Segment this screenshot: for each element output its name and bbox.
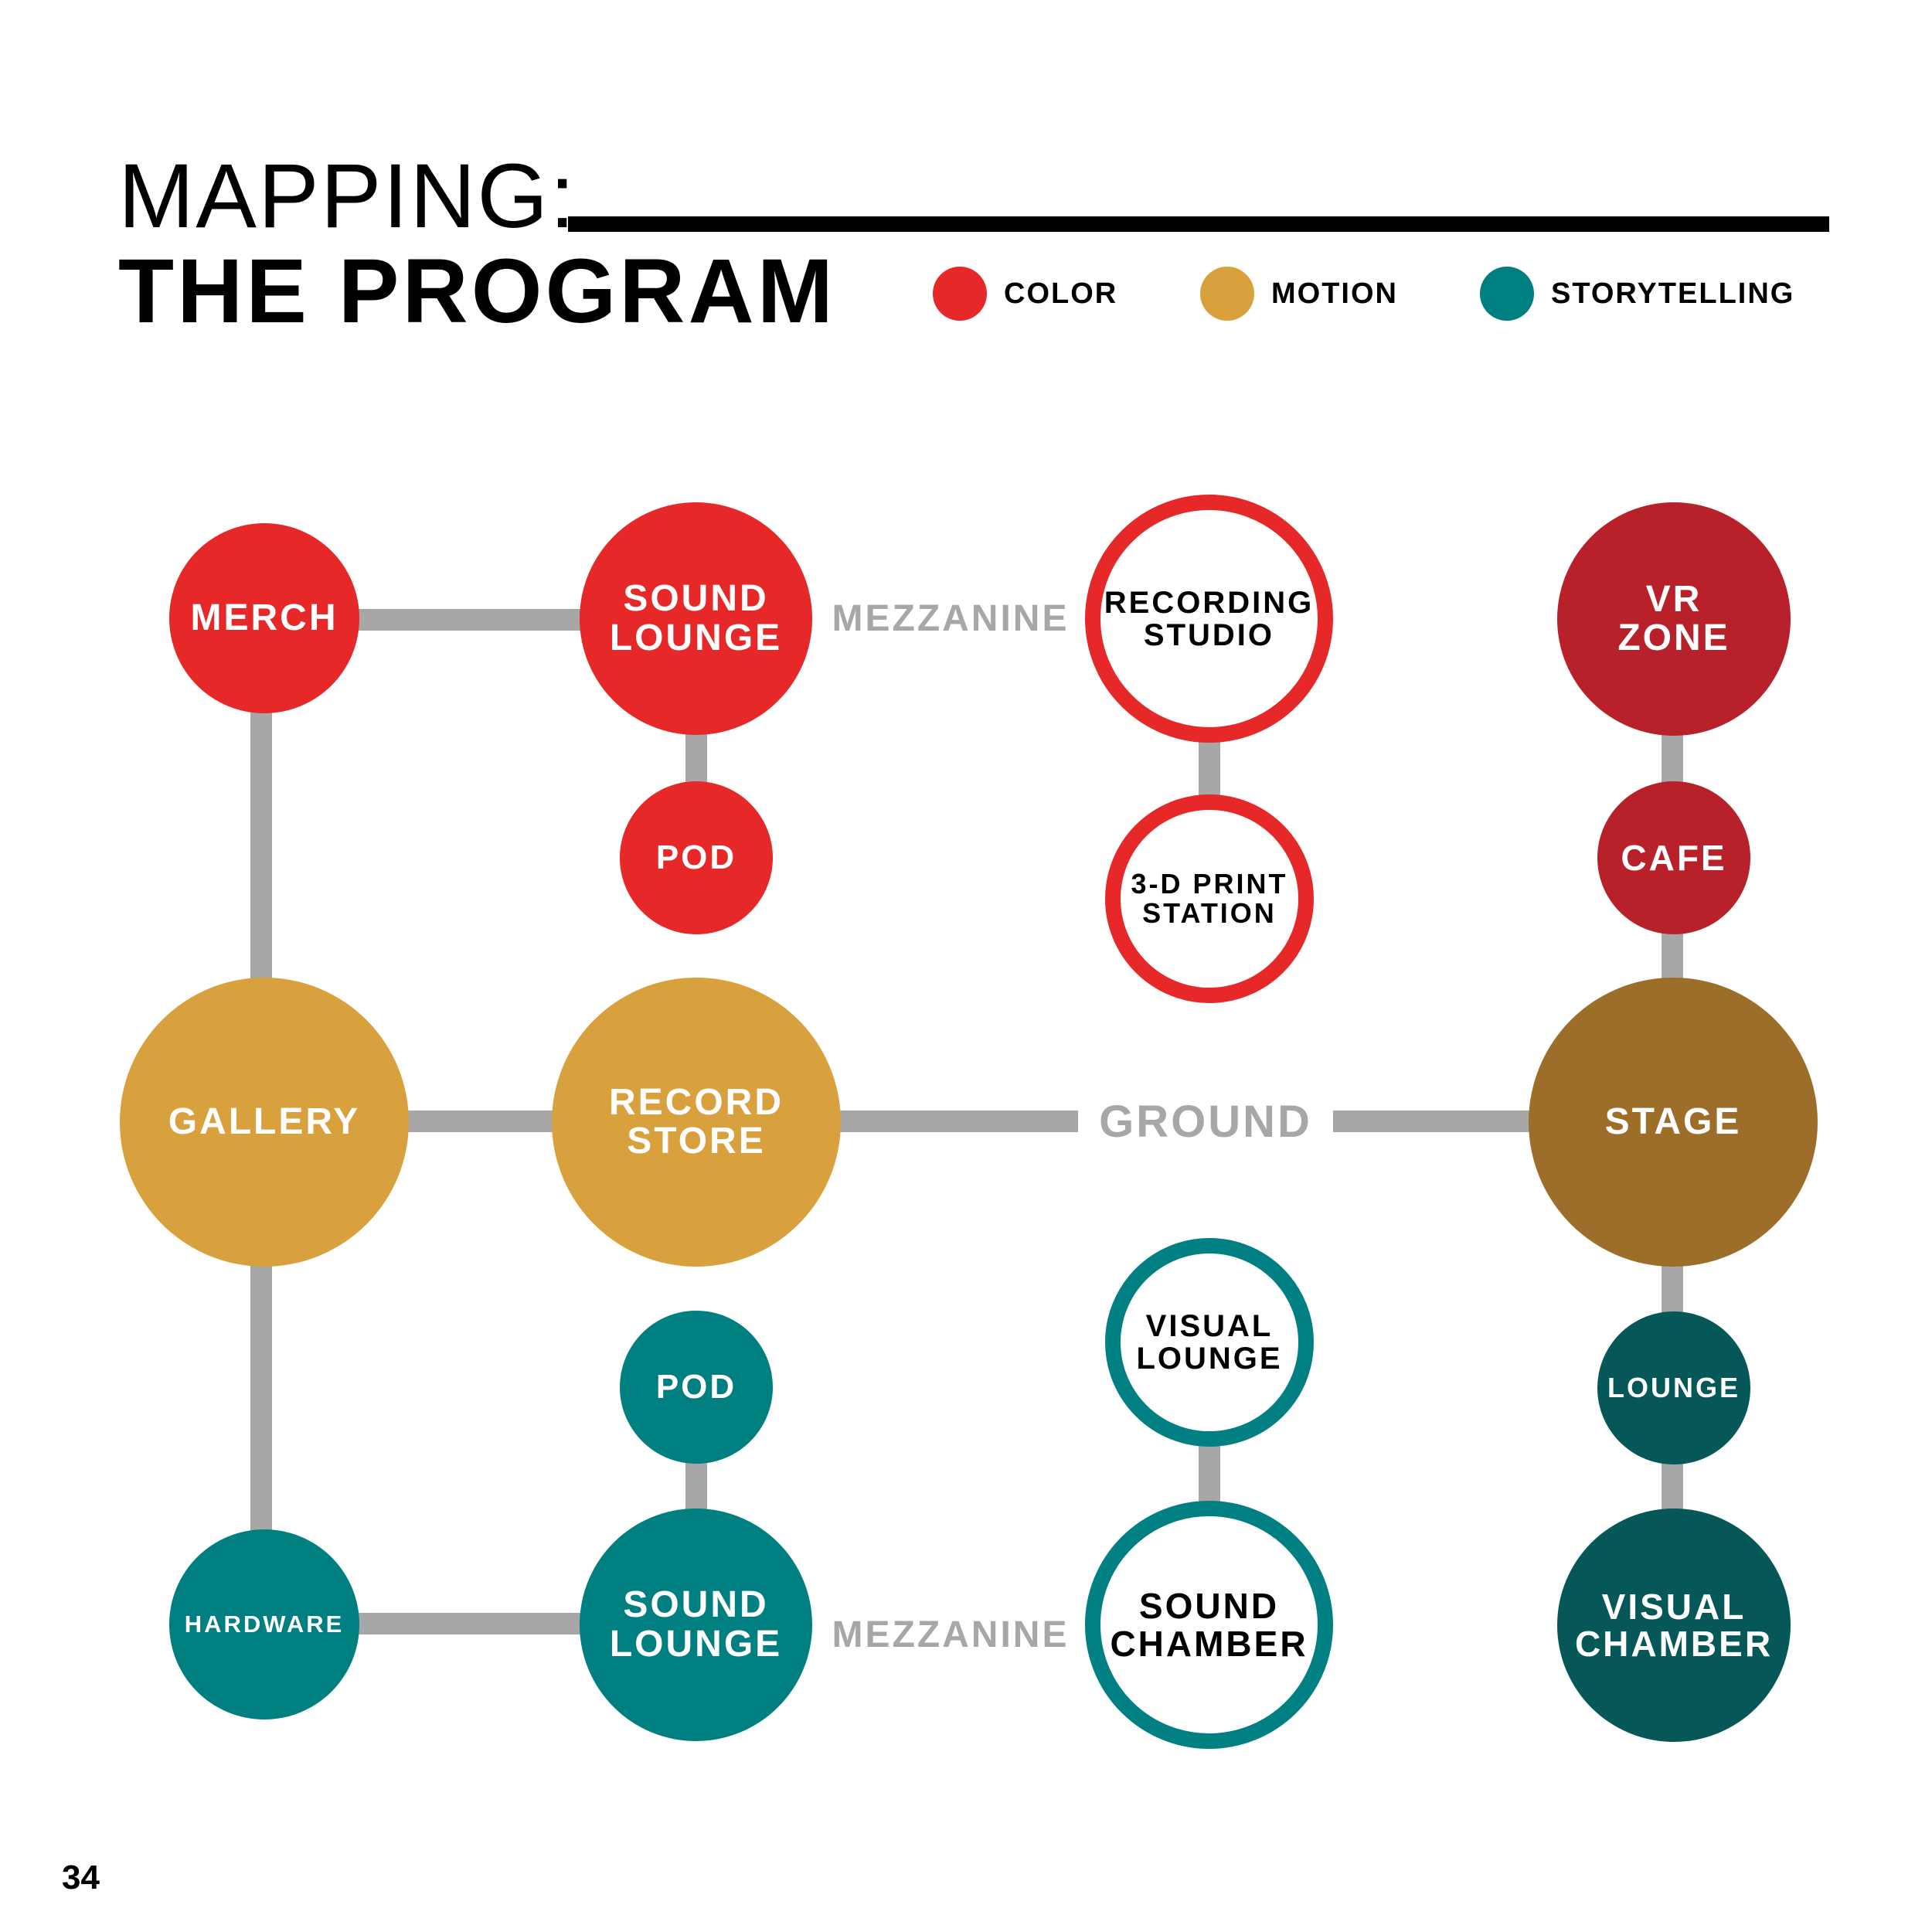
connector-merch-gallery [250, 707, 272, 985]
legend-label-storytelling: STORYTELLING [1551, 277, 1795, 310]
connector-merch-soundlounge [354, 609, 586, 631]
node-label: SOUND LOUNGE [609, 578, 783, 658]
node-label: SOUND CHAMBER [1110, 1586, 1308, 1664]
node-label: RECORD STORE [608, 1081, 784, 1162]
level-label-upper-mezzanine: MEZZANINE [831, 597, 1070, 640]
node-label: CAFE [1621, 837, 1727, 878]
node-stage: STAGE [1529, 978, 1818, 1267]
legend-dot-color [933, 267, 987, 321]
node-label: 3-D PRINT STATION [1131, 868, 1288, 929]
legend-label-color: COLOR [1004, 277, 1118, 310]
connector-recording-print [1199, 738, 1220, 800]
title-rule [568, 216, 1829, 232]
node-sound-lounge-bottom: SOUND LOUNGE [580, 1509, 812, 1741]
node-hardware: HARDWARE [169, 1529, 359, 1719]
connector-gallery-recordstore [402, 1111, 556, 1132]
node-label: VR ZONE [1617, 578, 1730, 658]
node-label: VISUAL LOUNGE [1136, 1309, 1283, 1376]
connector-visuallounge-soundchamber [1199, 1441, 1220, 1503]
node-label: GALLERY [168, 1100, 361, 1142]
level-label-lower-mezzanine: MEZZANINE [831, 1614, 1070, 1656]
node-label: STAGE [1604, 1100, 1742, 1142]
connector-stage-lounge [1662, 1260, 1683, 1318]
node-label: SOUND LOUNGE [609, 1584, 783, 1665]
node-label: VISUAL CHAMBER [1574, 1586, 1774, 1664]
node-sound-lounge-top: SOUND LOUNGE [580, 502, 812, 735]
node-merch: MERCH [169, 523, 359, 713]
page-number: 34 [62, 1859, 100, 1896]
node-label: POD [655, 1367, 737, 1406]
level-label-ground: GROUND [1078, 1096, 1333, 1148]
node-label: MERCH [190, 597, 338, 638]
legend-item-motion: MOTION [1200, 267, 1398, 321]
connector-soundlounge-pod [685, 730, 707, 788]
legend-label-motion: MOTION [1271, 277, 1398, 310]
node-lounge: LOUNGE [1597, 1311, 1750, 1464]
connector-hardware-soundlounge [354, 1613, 586, 1634]
node-label: HARDWARE [184, 1610, 345, 1638]
connector-vrzone-cafe [1662, 730, 1683, 788]
node-visual-chamber: VISUAL CHAMBER [1557, 1509, 1791, 1742]
connector-lounge-visualchamber [1662, 1457, 1683, 1515]
node-visual-lounge: VISUAL LOUNGE [1105, 1238, 1314, 1447]
node-vr-zone: VR ZONE [1557, 502, 1791, 736]
legend-dot-storytelling [1480, 267, 1534, 321]
node-label: LOUNGE [1607, 1372, 1740, 1404]
page-title: THE PROGRAM [118, 240, 836, 342]
legend-dot-motion [1200, 267, 1254, 321]
node-gallery: GALLERY [120, 978, 409, 1267]
legend-item-storytelling: STORYTELLING [1480, 267, 1794, 321]
node-3d-print-station: 3-D PRINT STATION [1105, 794, 1314, 1003]
legend-item-color: COLOR [933, 267, 1117, 321]
connector-cafe-stage [1662, 927, 1683, 985]
node-pod-top: POD [620, 781, 773, 934]
node-cafe: CAFE [1597, 781, 1750, 934]
node-sound-chamber: SOUND CHAMBER [1085, 1501, 1333, 1749]
node-recording-studio: RECORDING STUDIO [1085, 495, 1333, 743]
node-label: RECORDING STUDIO [1104, 585, 1315, 652]
connector-gallery-hardware [250, 1260, 272, 1546]
node-record-store: RECORD STORE [552, 978, 841, 1267]
node-label: POD [655, 838, 737, 876]
node-pod-bottom: POD [620, 1311, 773, 1464]
title-line-1: MAPPING: [118, 145, 577, 247]
